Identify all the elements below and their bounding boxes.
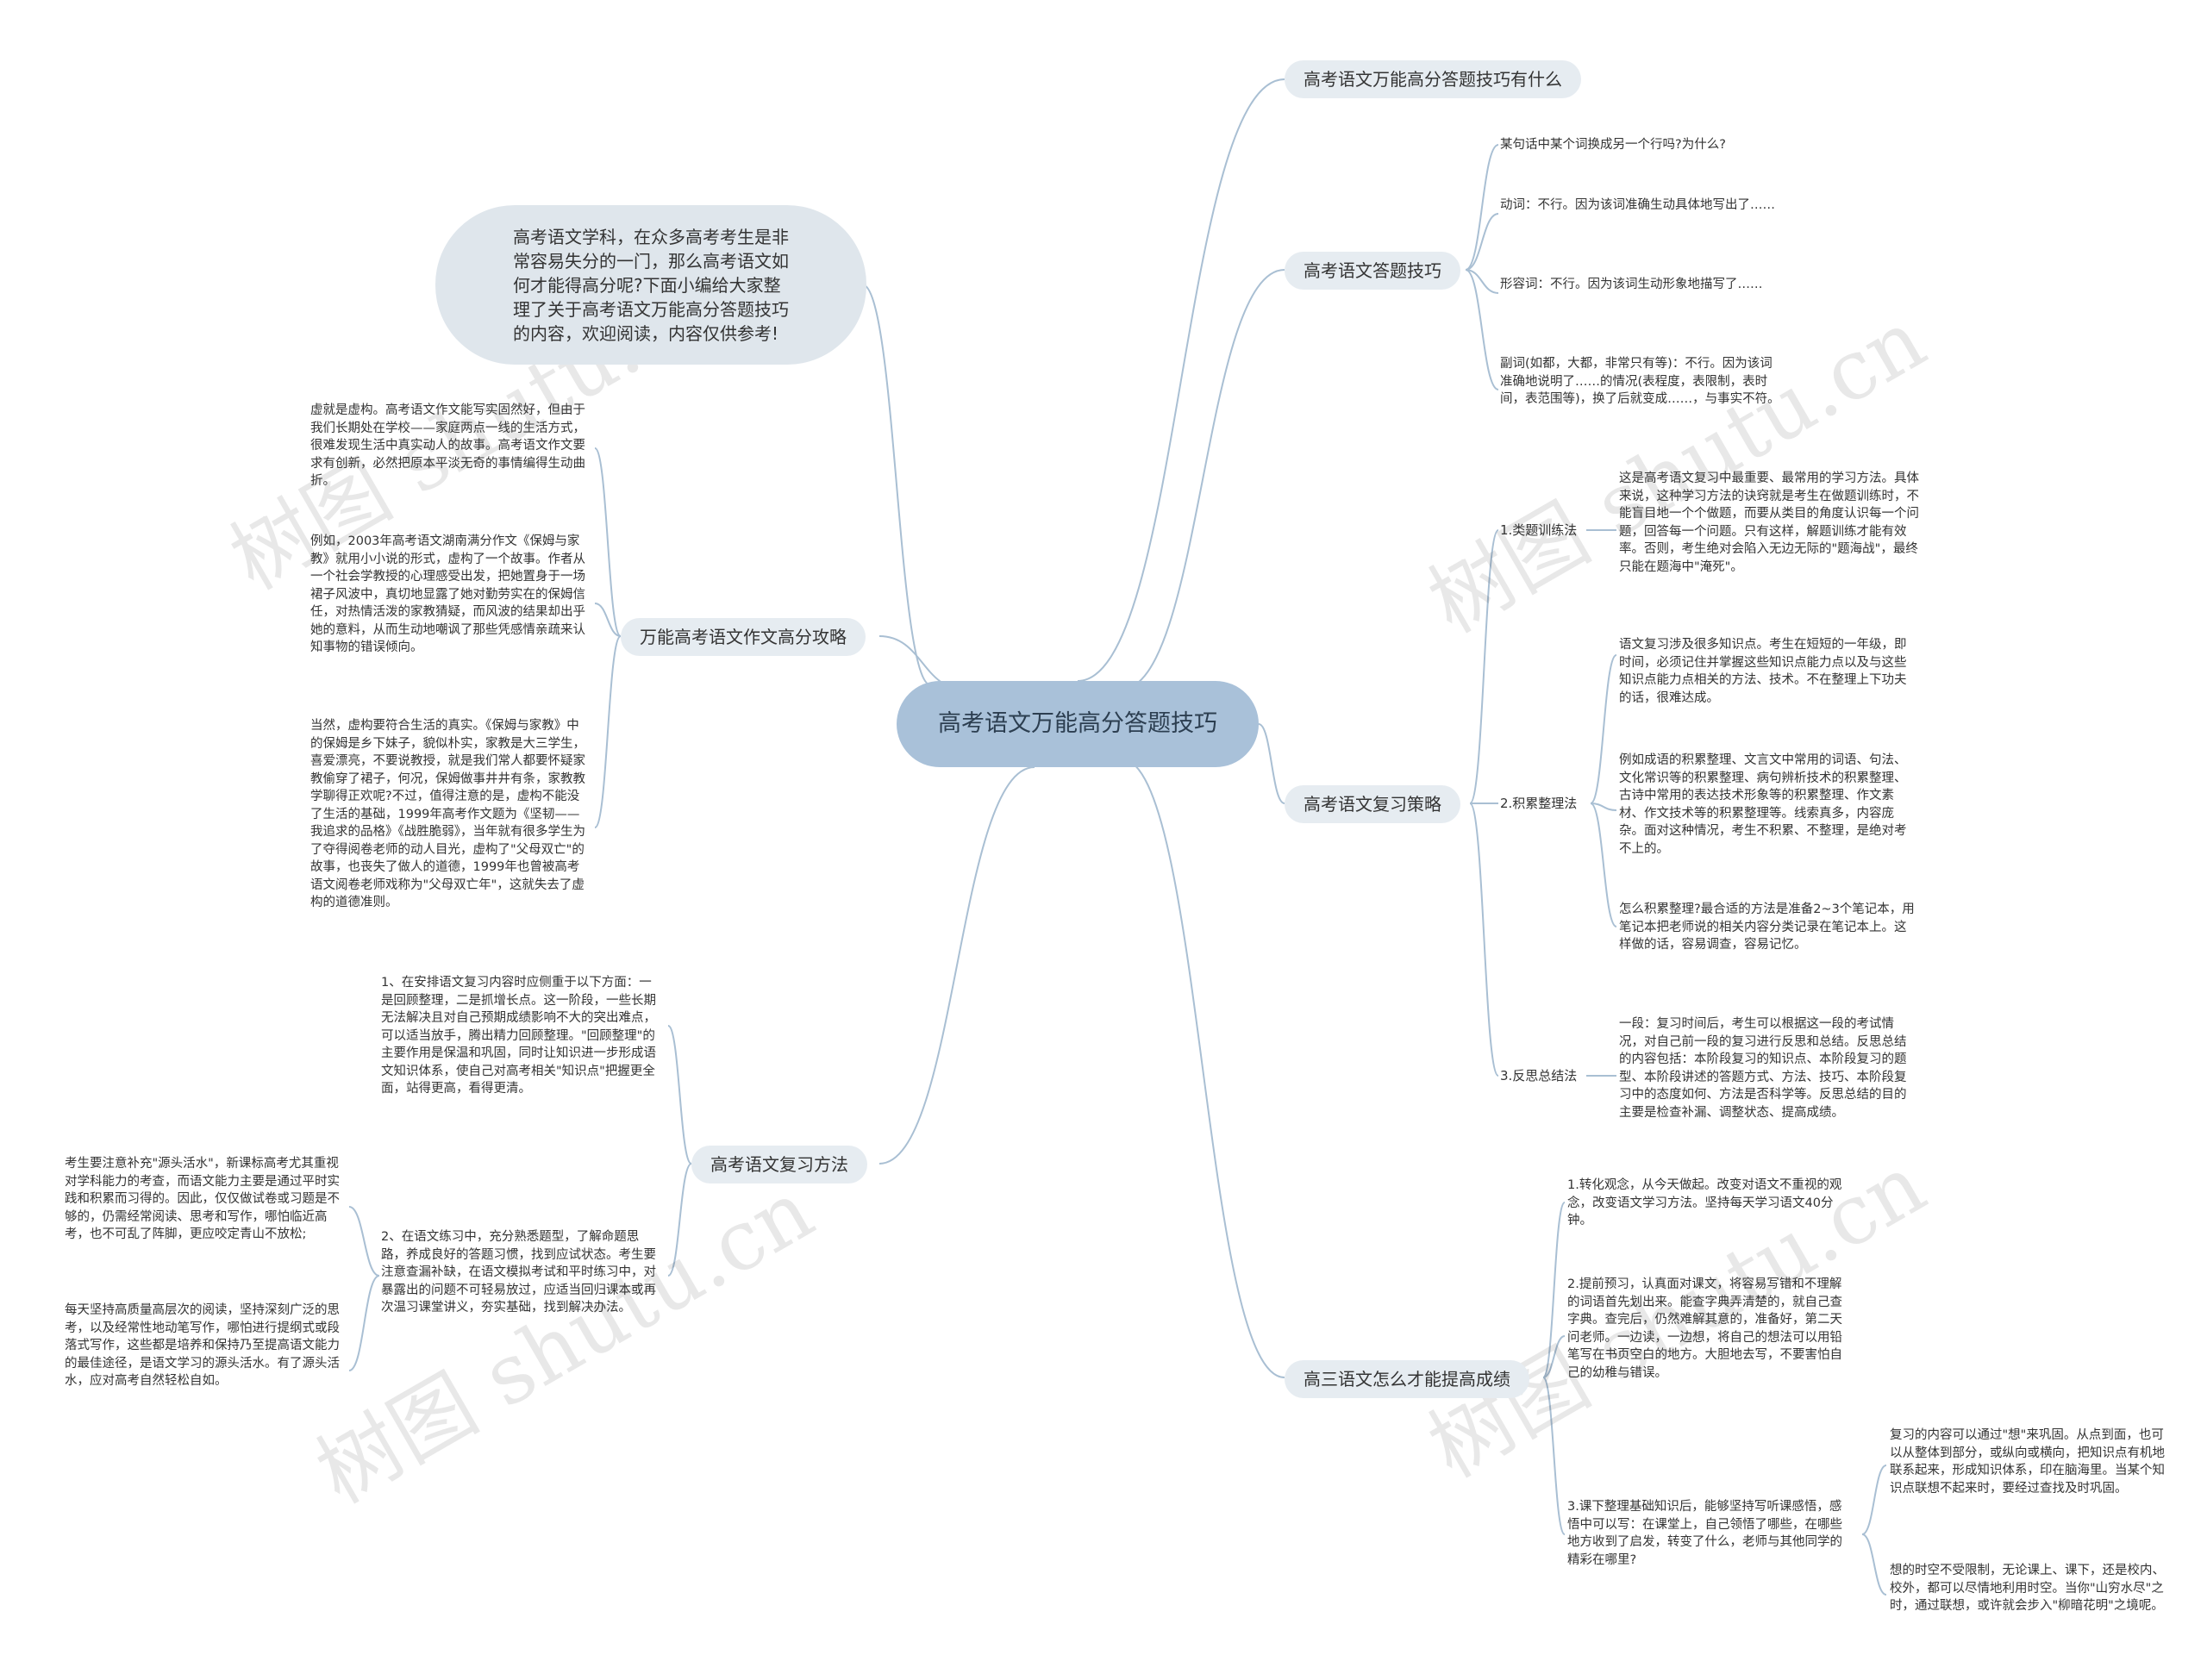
leaf-item: 语文复习涉及很多知识点。考生在短短的一年级，即时间，必须记住并掌握这些知识点能力… — [1619, 638, 1907, 705]
connector — [1465, 144, 1499, 271]
connector — [1469, 803, 1499, 1077]
connector — [594, 603, 622, 637]
connector — [1590, 803, 1617, 811]
leaf-item: 1、在安排语文复习内容时应侧重于以下方面：一是回顾整理，二是抓增长点。这一阶段，… — [381, 976, 656, 1096]
connector — [1590, 803, 1617, 927]
leaf-item: 某句话中某个词换成另一个行吗?为什么? — [1500, 138, 1726, 152]
connector — [1465, 269, 1499, 390]
leaf-item: 这是高考语文复习中最重要、最常用的学习方法。具体来说，这种学习方法的诀窍就是考生… — [1619, 472, 1919, 574]
root-topic[interactable]: 高考语文万能高分答题技巧 — [897, 681, 1259, 767]
connector — [1465, 213, 1499, 271]
intro-text: 高考语文学科，在众多高考考生是非常容易失分的一门，那么高考语文如何才能得高分呢?… — [513, 226, 789, 344]
branch-answer-tips[interactable]: 高考语文答题技巧 — [1285, 252, 1460, 290]
connector — [1120, 758, 1285, 1378]
leaf-item: 动词：不行。因为该词准确生动具体地写出了…… — [1500, 198, 1775, 212]
leaf-item: 想的时空不受限制，无论课上、课下，还是校内、校外，都可以尽情地利用时空。当你"山… — [1890, 1564, 2165, 1613]
leaf-item: 3.课下整理基础知识后，能够坚持写听课感悟，感悟中可以写：在课堂上，自己领悟了哪… — [1567, 1500, 1842, 1567]
branch-review-methods[interactable]: 高考语文复习方法 — [691, 1146, 867, 1183]
intro-note: 高考语文学科，在众多高考考生是非常容易失分的一门，那么高考语文如何才能得高分呢?… — [435, 205, 866, 365]
connector — [1465, 269, 1499, 294]
branch-answer-tips-what[interactable]: 高考语文万能高分答题技巧有什么 — [1285, 60, 1581, 98]
branch-essay-strategy[interactable]: 万能高考语文作文高分攻略 — [621, 618, 866, 656]
leaf-item: 一段：复习时间后，考生可以根据这一段的考试情况，对自己前一段的复习进行反思和总结… — [1619, 1017, 1907, 1120]
branch-improve-score[interactable]: 高三语文怎么才能提高成绩 — [1285, 1360, 1529, 1398]
leaf-item: 形容词：不行。因为该词生动形象地描写了…… — [1500, 278, 1763, 291]
connector — [1542, 1202, 1566, 1378]
connector — [1590, 654, 1617, 804]
leaf-item: 考生要注意补充"源头活水"，新课标高考尤其重视对学科能力的考查，而语文能力主要是… — [65, 1157, 340, 1241]
connector — [878, 766, 1035, 1165]
leaf-item: 复习的内容可以通过"想"来巩固。从点到面，也可以从整体到部分，或纵向或横向，把知… — [1890, 1428, 2165, 1496]
leaf-item: 当然，虚构要符合生活的真实。《保姆与家教》中的保姆是乡下妹子，貌似朴实，家教是大… — [310, 719, 585, 909]
leaf-item: 虚就是虚构。高考语文作文能写实固然好，但由于我们长期处在学校——家庭两点一线的生… — [310, 403, 585, 488]
connector — [1469, 529, 1499, 804]
sub-topic-1[interactable]: 1.类题训练法 — [1500, 522, 1578, 538]
connector — [1861, 1465, 1887, 1535]
leaf-item: 例如，2003年高考语文湖南满分作文《保姆与家教》就用小小说的形式，虚构了一个故… — [310, 534, 585, 654]
connector — [348, 1275, 380, 1371]
leaf-item: 怎么积累整理?最合适的方法是准备2~3个笔记本，用笔记本把老师说的相关内容分类记… — [1619, 902, 1915, 952]
connector — [348, 1206, 380, 1277]
sub-topic-2[interactable]: 2.积累整理法 — [1500, 796, 1578, 811]
leaf-item: 副词(如都，大都，非常只有等)：不行。因为该词准确地说明了……的情况(表程度，表… — [1500, 357, 1780, 406]
connector — [1077, 78, 1285, 682]
leaf-item: 2、在语文练习中，充分熟悉题型，了解命题思路，养成良好的答题习惯，找到应试状态。… — [381, 1230, 656, 1315]
leaf-item: 例如成语的积累整理、文言文中常用的词语、句法、文化常识等的积累整理、病句辨析技术… — [1619, 753, 1907, 856]
connector — [667, 1163, 692, 1277]
connector — [1120, 269, 1285, 690]
connector — [1861, 1533, 1887, 1596]
leaf-item: 每天坚持高质量高层次的阅读，坚持深刻广泛的思考，以及经常性地动笔写作，哪怕进行提… — [65, 1303, 340, 1388]
connector — [1542, 1335, 1566, 1378]
connector — [594, 447, 622, 637]
connector — [1542, 1377, 1566, 1535]
leaf-item: 1.转化观念，从今天做起。改变对语文不重视的观念，改变语文学习方法。坚持每天学习… — [1567, 1178, 1842, 1227]
connector — [1258, 723, 1285, 804]
branch-review-strategy[interactable]: 高考语文复习策略 — [1285, 785, 1460, 823]
sub-topic-3[interactable]: 3.反思总结法 — [1500, 1068, 1578, 1084]
connector — [594, 635, 622, 828]
connector — [667, 1025, 692, 1165]
connector — [861, 284, 932, 686]
leaf-item: 2.提前预习，认真面对课文，将容易写错和不理解的词语首先划出来。能查字典弄清楚的… — [1567, 1277, 1842, 1380]
